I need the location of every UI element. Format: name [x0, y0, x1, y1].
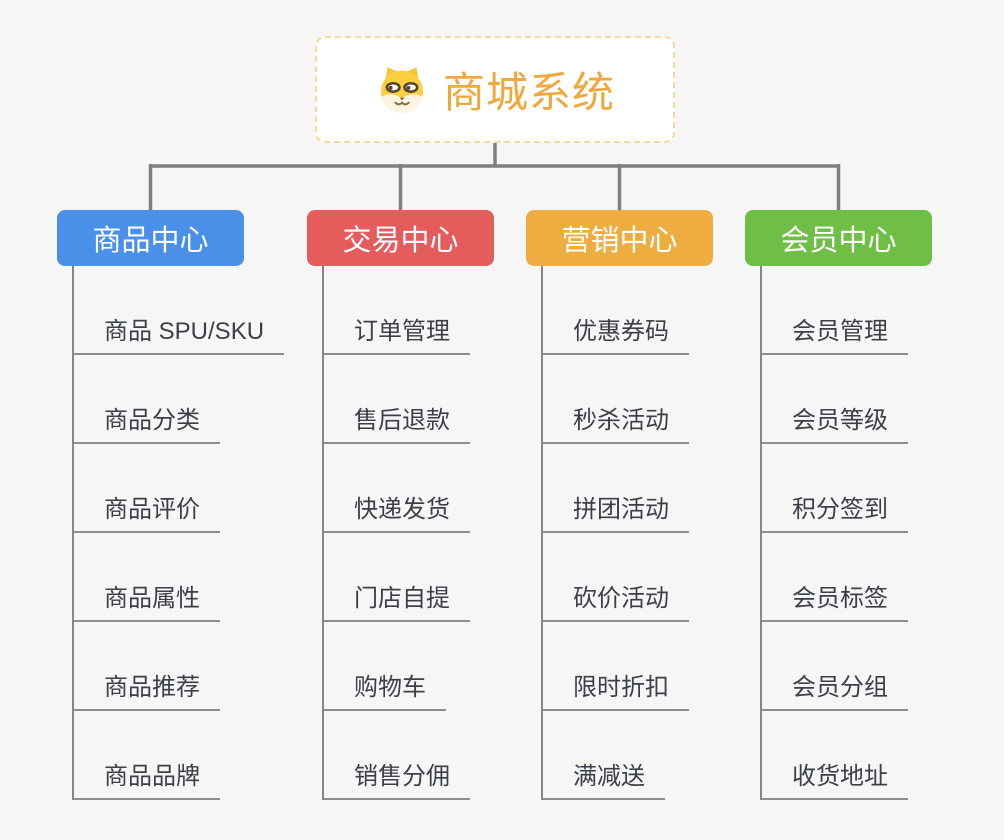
branch-node-product-center[interactable]: 商品中心 — [57, 210, 244, 266]
leaf-node-product-recommend[interactable]: 商品推荐 — [74, 667, 220, 711]
branch-children-member-center: 会员管理 会员等级 积分签到 会员标签 会员分组 收货地址 — [760, 266, 908, 800]
leaf-node-bargain-activity[interactable]: 砍价活动 — [543, 578, 689, 622]
leaf-node-store-pickup[interactable]: 门店自提 — [324, 578, 470, 622]
leaf-node-member-tag[interactable]: 会员标签 — [762, 578, 908, 622]
leaf-node-product-brand[interactable]: 商品品牌 — [74, 756, 220, 800]
branch-node-trade-center[interactable]: 交易中心 — [307, 210, 494, 266]
leaf-node-after-sale-refund[interactable]: 售后退款 — [324, 400, 470, 444]
leaf-node-product-spu-sku[interactable]: 商品 SPU/SKU — [74, 311, 285, 355]
branch-node-member-center[interactable]: 会员中心 — [745, 210, 932, 266]
root-title: 商城系统 — [442, 69, 615, 116]
leaf-node-member-group[interactable]: 会员分组 — [762, 667, 908, 711]
shiba-dog-icon — [380, 66, 424, 113]
leaf-node-coupon-code[interactable]: 优惠券码 — [543, 311, 689, 355]
leaf-node-limited-time-discount[interactable]: 限时折扣 — [543, 667, 689, 711]
leaf-node-sales-commission[interactable]: 销售分佣 — [324, 756, 470, 800]
leaf-node-product-attribute[interactable]: 商品属性 — [74, 578, 220, 622]
leaf-node-member-level[interactable]: 会员等级 — [762, 400, 908, 444]
leaf-node-points-checkin[interactable]: 积分签到 — [762, 489, 908, 533]
leaf-node-product-category[interactable]: 商品分类 — [74, 400, 220, 444]
leaf-node-product-review[interactable]: 商品评价 — [74, 489, 220, 533]
leaf-node-express-shipping[interactable]: 快递发货 — [324, 489, 470, 533]
leaf-node-full-reduction[interactable]: 满减送 — [543, 756, 665, 800]
leaf-node-shipping-address[interactable]: 收货地址 — [762, 756, 908, 800]
leaf-node-order-management[interactable]: 订单管理 — [324, 311, 470, 355]
branch-children-marketing-center: 优惠券码 秒杀活动 拼团活动 砍价活动 限时折扣 满减送 — [541, 266, 689, 800]
leaf-node-shopping-cart[interactable]: 购物车 — [324, 667, 446, 711]
leaf-node-group-buy[interactable]: 拼团活动 — [543, 489, 689, 533]
branch-node-marketing-center[interactable]: 营销中心 — [526, 210, 713, 266]
branch-children-trade-center: 订单管理 售后退款 快递发货 门店自提 购物车 销售分佣 — [322, 266, 470, 800]
root-node-mall-system[interactable]: 商城系统 — [315, 36, 675, 143]
leaf-node-flash-sale[interactable]: 秒杀活动 — [543, 400, 689, 444]
leaf-node-member-management[interactable]: 会员管理 — [762, 311, 908, 355]
branch-children-product-center: 商品 SPU/SKU 商品分类 商品评价 商品属性 商品推荐 商品品牌 — [72, 266, 285, 800]
